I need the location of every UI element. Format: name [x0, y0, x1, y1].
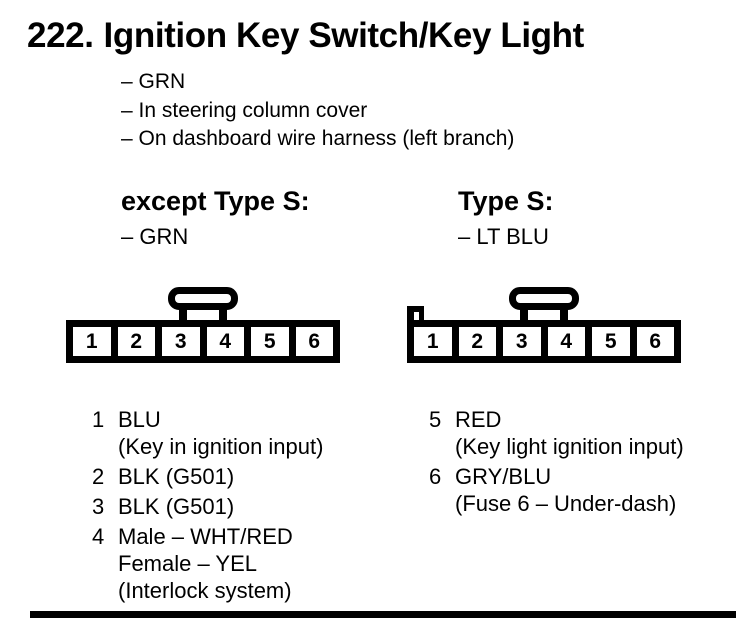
section-number: 222.	[27, 16, 94, 55]
pin-number: 4	[92, 524, 105, 549]
latch-leg-icon	[179, 308, 187, 324]
latch-leg-icon	[560, 308, 568, 324]
latch-leg-icon	[520, 308, 528, 324]
pin-number: 6	[429, 464, 442, 489]
pin-line: (Key in ignition input)	[118, 434, 324, 459]
pin-line: BLK (G501)	[118, 494, 235, 519]
latch-leg-icon	[219, 308, 227, 324]
pin-description: BLK (G501)	[118, 463, 234, 490]
pin-cell: 2	[117, 327, 155, 356]
pin-cell: 6	[295, 327, 333, 356]
pin-number: 3	[92, 494, 105, 519]
connector-diagram-except-type-s: 1 2 3 4 5 6	[66, 284, 340, 364]
pin-cell: 4	[547, 327, 585, 356]
pin-cell: 5	[251, 327, 289, 356]
pin-item: 1 BLU (Key in ignition input)	[92, 406, 323, 460]
connector-notes: – GRN – In steering column cover – On da…	[121, 68, 514, 154]
pin-cell: 5	[592, 327, 630, 356]
pin-description: BLU (Key in ignition input)	[118, 406, 323, 460]
pin-cell: 3	[162, 327, 200, 356]
note-line: – GRN	[121, 70, 186, 93]
pin-number: 5	[429, 407, 442, 432]
pin-description: GRY/BLU (Fuse 6 – Under-dash)	[455, 463, 676, 517]
pin-item: 6 GRY/BLU (Fuse 6 – Under-dash)	[429, 463, 684, 517]
pin-item: 4 Male – WHT/RED Female – YEL (Interlock…	[92, 523, 323, 604]
variant-label-type-s: Type S:	[458, 186, 554, 216]
connector-diagram-type-s: 1 2 3 4 5 6	[407, 284, 681, 364]
connector-body: 1 2 3 4 5 6	[407, 320, 681, 363]
note-line: – On dashboard wire harness (left branch…	[121, 127, 515, 150]
pin-list-right: 5 RED (Key light ignition input) 6 GRY/B…	[429, 406, 684, 520]
pin-item: 3 BLK (G501)	[92, 493, 323, 520]
pin-line: Female – YEL	[118, 551, 258, 576]
latch-bar-icon	[509, 287, 579, 310]
variant-note-type-s: – LT BLU	[458, 224, 549, 249]
note-line: – In steering column cover	[121, 98, 368, 122]
bottom-divider	[30, 611, 736, 618]
connector-latch-icon	[509, 287, 579, 327]
pin-line: (Interlock system)	[118, 578, 292, 603]
section-title: Ignition Key Switch/Key Light	[103, 16, 585, 55]
pin-cell: 1	[73, 327, 111, 356]
variant-note-except-type-s: – GRN	[121, 224, 189, 249]
pin-item: 2 BLK (G501)	[92, 463, 323, 490]
pin-line: (Key light ignition input)	[455, 434, 684, 459]
pin-description: BLK (G501)	[118, 493, 234, 520]
connector-body: 1 2 3 4 5 6	[66, 320, 340, 363]
connector-latch-icon	[168, 287, 238, 327]
pin-line: (Fuse 6 – Under-dash)	[455, 491, 677, 516]
pin-line: RED	[455, 407, 502, 432]
pin-description: Male – WHT/RED Female – YEL (Interlock s…	[118, 523, 293, 604]
pin-line: BLU	[118, 407, 161, 432]
pin-number: 2	[92, 464, 105, 489]
pin-item: 5 RED (Key light ignition input)	[429, 406, 684, 460]
page-title: 222. Ignition Key Switch/Key Light	[27, 16, 584, 56]
pin-list-left: 1 BLU (Key in ignition input) 2 BLK (G50…	[92, 406, 323, 607]
pin-line: GRY/BLU	[455, 464, 552, 489]
latch-bar-icon	[168, 287, 238, 310]
pin-cell: 4	[206, 327, 244, 356]
pin-cell: 2	[458, 327, 496, 356]
variant-label-except-type-s: except Type S:	[121, 186, 310, 216]
connector-keying-notch-icon	[407, 306, 424, 320]
pin-number: 1	[92, 407, 105, 432]
pin-line: Male – WHT/RED	[118, 524, 293, 549]
pin-line: BLK (G501)	[118, 464, 235, 489]
pin-cell: 1	[414, 327, 452, 356]
pin-cell: 3	[503, 327, 541, 356]
pin-cell: 6	[636, 327, 674, 356]
pin-description: RED (Key light ignition input)	[455, 406, 684, 460]
